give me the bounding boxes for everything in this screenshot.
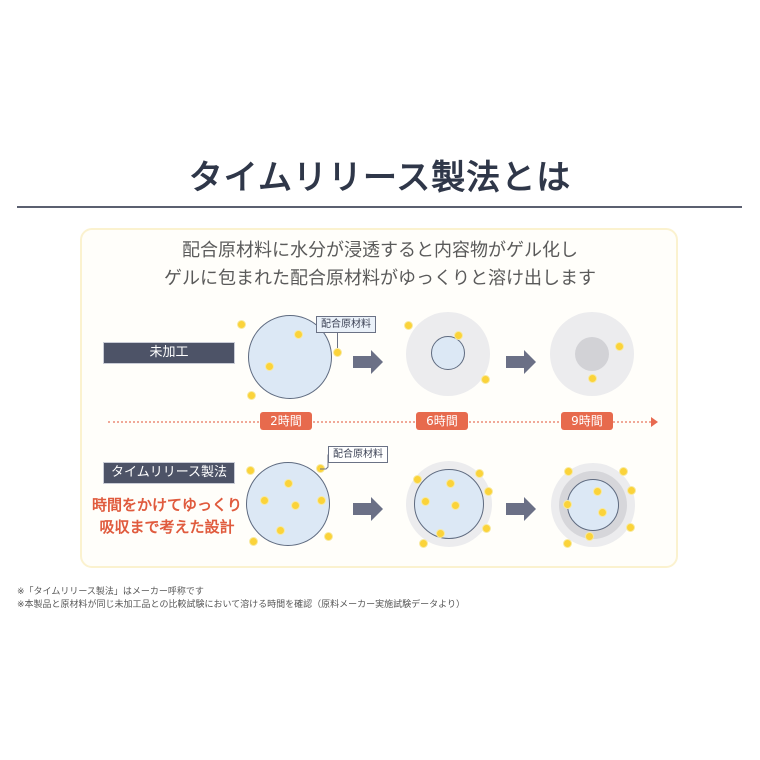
arrow-right-icon	[506, 350, 536, 374]
ingredient-dot	[294, 330, 303, 339]
ingredient-dot	[436, 529, 445, 538]
ingredient-dot	[615, 342, 624, 351]
capsule-time-release-stage3	[567, 479, 619, 531]
ingredient-dot	[619, 467, 628, 476]
capsule-unprocessed-stage2	[431, 336, 465, 370]
arrow-right-icon	[353, 350, 383, 374]
arrow-right-icon	[506, 497, 536, 521]
ingredient-dot	[237, 320, 246, 329]
ingredient-dot	[481, 375, 490, 384]
ingredient-dot	[598, 508, 607, 517]
benefit-note-line-2: 吸収まで考えた設計	[99, 518, 235, 536]
dissolved-core-stage3	[575, 337, 609, 371]
ingredient-dot	[265, 362, 274, 371]
ingredient-dot	[563, 539, 572, 548]
ingredient-dot	[413, 475, 422, 484]
benefit-note-line-1: 時間をかけてゆっくり	[92, 496, 243, 514]
ingredient-dot	[421, 497, 430, 506]
ingredient-dot	[291, 501, 300, 510]
footnote-1: ※「タイムリリース製法」はメーカー呼称です	[17, 587, 204, 597]
ingredient-dot	[246, 466, 255, 475]
ingredient-dot	[563, 500, 572, 509]
ingredient-dot	[454, 331, 463, 340]
ingredient-dot	[419, 539, 428, 548]
ingredient-dot	[276, 526, 285, 535]
ingredient-dot	[249, 537, 258, 546]
ingredient-dot	[284, 479, 293, 488]
ingredient-dot	[317, 496, 326, 505]
lead-line-2: ゲルに包まれた配合原材料がゆっくりと溶け出します	[164, 268, 596, 289]
ingredient-dot	[260, 496, 269, 505]
ingredient-dot	[626, 523, 635, 532]
ingredient-dot	[247, 391, 256, 400]
row-label-time-release: タイムリリース製法	[103, 462, 235, 484]
ingredient-dot	[324, 532, 333, 541]
timeline-stage-6h: 6時間	[416, 412, 468, 430]
ingredient-dot	[475, 469, 484, 478]
ingredient-callout: 配合原材料	[316, 316, 376, 333]
capsule-time-release-stage1	[246, 462, 330, 546]
ingredient-dot	[593, 487, 602, 496]
page-title: タイムリリース製法とは	[188, 158, 572, 198]
arrow-right-icon	[353, 497, 383, 521]
row-label-unprocessed: 未加工	[103, 342, 235, 364]
ingredient-dot	[482, 524, 491, 533]
ingredient-dot	[627, 486, 636, 495]
lead-line-1: 配合原材料に水分が浸透すると内容物がゲル化し	[182, 240, 578, 261]
title-divider	[17, 206, 742, 208]
ingredient-dot	[451, 501, 460, 510]
ingredient-dot	[484, 487, 493, 496]
ingredient-dot	[333, 348, 342, 357]
ingredient-dot	[588, 374, 597, 383]
timeline-axis	[108, 421, 651, 423]
timeline-stage-9h: 9時間	[561, 412, 613, 430]
ingredient-dot	[446, 479, 455, 488]
ingredient-dot	[585, 532, 594, 541]
ingredient-callout: 配合原材料	[328, 446, 388, 463]
callout-leader	[337, 332, 338, 348]
footnote-2: ※本製品と原材料が同じ未加工品との比較試験において溶ける時間を確認（原料メーカー…	[17, 600, 466, 610]
timeline-stage-2h: 2時間	[260, 412, 312, 430]
ingredient-dot	[404, 321, 413, 330]
timeline-arrowhead-icon	[651, 417, 658, 427]
ingredient-dot	[564, 467, 573, 476]
